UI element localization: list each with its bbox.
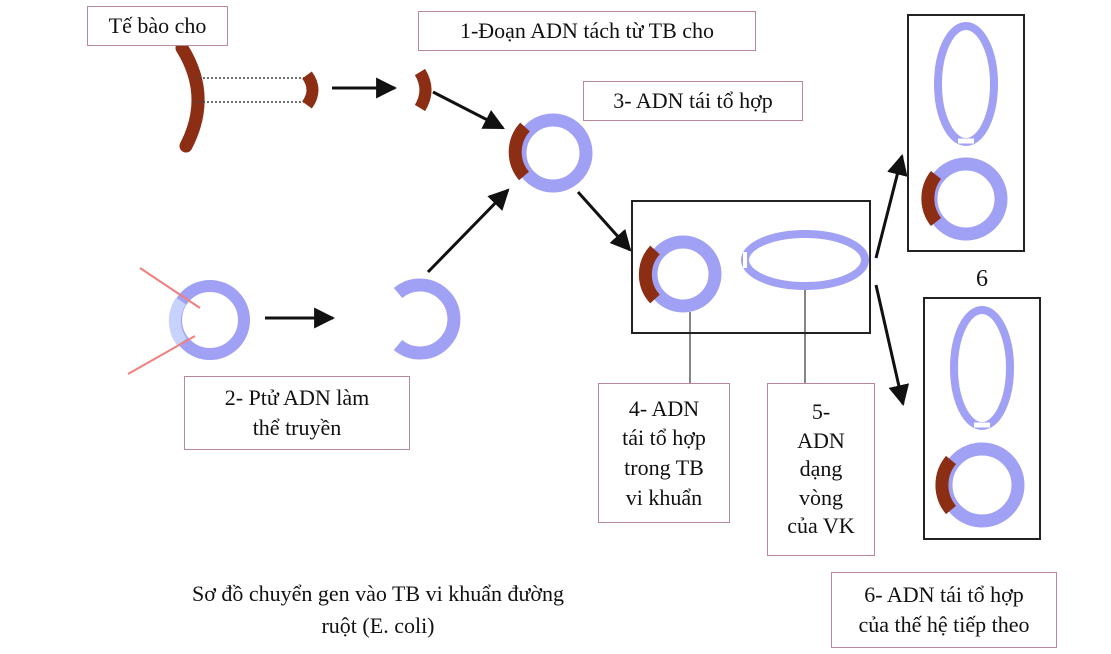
isolated-dna-segment — [414, 68, 432, 112]
label-step5: 5- ADN dạng vòng của VK — [767, 383, 875, 556]
label-step6: 6- ADN tái tổ hợp của thế hệ tiếp theo — [831, 572, 1057, 648]
donor-cell-dna — [175, 41, 205, 153]
opened-plasmid — [393, 278, 461, 360]
next-gen-top-insert — [921, 170, 942, 227]
vector-plasmid — [170, 280, 250, 360]
label-step1: 1-Đoạn ADN tách từ TB cho — [418, 11, 756, 51]
next-gen-cell-top-box — [907, 14, 1025, 252]
arrow-to-generation-bottom — [874, 284, 910, 407]
label-donor-cell: Tế bào cho — [87, 6, 228, 46]
arrow-recombinant-to-bacterium — [576, 190, 632, 252]
next-gen-cell-bottom-box — [923, 297, 1041, 540]
arrow-opened-to-recombinant — [426, 188, 510, 274]
label-step4: 4- ADN tái tổ hợp trong TB vi khuẩn — [598, 383, 730, 523]
recombinant-plasmid-3 — [513, 113, 593, 193]
diagram-caption: Sơ đồ chuyển gen vào TB vi khuẩn đường r… — [191, 581, 565, 638]
cut-line-top — [139, 267, 201, 309]
recombinant-insert-3 — [508, 122, 531, 181]
bacterium-cell-box — [631, 200, 871, 334]
label-step3: 3- ADN tái tổ hợp — [583, 81, 803, 121]
cut-dna-segment — [301, 71, 319, 109]
cut-line-bottom — [127, 335, 196, 375]
arrow-to-generation-top — [874, 153, 908, 259]
vector-cut-site — [168, 297, 187, 346]
generation-number: 6 — [976, 266, 988, 292]
next-gen-bottom-insert — [935, 455, 957, 515]
recombinant-insert-bacterium — [638, 245, 661, 304]
label-step2: 2- Ptử ADN làm thể truyền — [184, 376, 410, 450]
arrow-segment-to-recombinant — [432, 90, 505, 130]
